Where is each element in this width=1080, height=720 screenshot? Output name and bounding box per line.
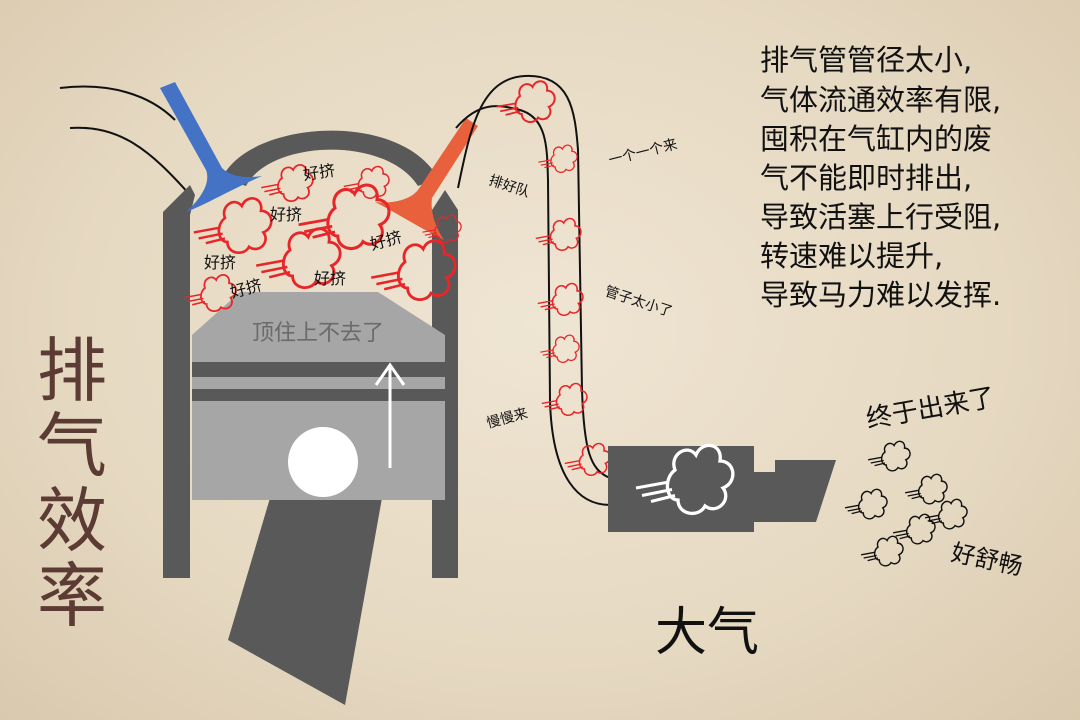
atmosphere-label: 大气 [655,603,759,663]
title-character: 排 [37,330,107,412]
explanation-line: 排气管管径太小, [760,43,972,77]
outlet-label-relief: 好舒畅 [949,538,1025,580]
title-character: 气 [37,405,107,487]
piston [192,292,445,705]
exhaust-pipe-inner [455,105,611,506]
diagram-title: 排 气 效 率 [37,330,107,637]
up-arrow-icon [374,362,406,468]
pipe-label-queue: 排好队 [487,173,532,201]
title-character: 效 [37,480,107,562]
exhaust-valve [375,118,478,240]
explanation-line: 囤积在气缸内的废 [760,122,992,156]
piston-label: 顶住上不去了 [252,321,384,346]
pipe-label-slowly: 慢慢来 [485,405,530,432]
chamber-label: 好挤 [270,205,302,224]
piston-crown [192,292,445,362]
chamber-label: 好挤 [204,253,236,272]
intake-port-upper [59,85,176,121]
cylinder-left-wall [163,185,195,578]
explanation-line: 导致活塞上行受阻, [760,200,1001,234]
explanation-line: 转速难以提升, [760,239,943,273]
cylinder-head-dome [222,130,438,186]
exhaust-pipe-outer [457,74,611,479]
intake-port-lower [69,126,191,196]
piston-ring-land [192,377,445,389]
piston-pin [288,427,358,497]
chamber-label: 好挤 [314,269,346,288]
muffler [608,446,836,532]
title-character: 率 [37,555,107,637]
explanation-line: 导致马力难以发挥. [760,278,1001,312]
piston-ring [192,362,445,377]
connecting-rod [228,498,382,705]
explanation-line: 气不能即时排出, [760,161,972,195]
chamber-label: 好挤 [368,227,404,254]
explanation-line: 气体流通效率有限, [760,83,1001,117]
outlet-label-finally-out: 终于出来了 [864,383,997,435]
pipe-label-one-by-one: 一个一个来 [607,136,679,168]
piston-ring [192,389,445,401]
intake-valve [160,82,262,212]
explanation-text: 排气管管径太小, 气体流通效率有限, 囤积在气缸内的废 气不能即时排出, 导致活… [760,43,1001,312]
pipe-label-too-small: 管子太小了 [603,284,675,321]
chamber-label: 好挤 [302,161,336,184]
released-gas-clouds [844,440,968,567]
